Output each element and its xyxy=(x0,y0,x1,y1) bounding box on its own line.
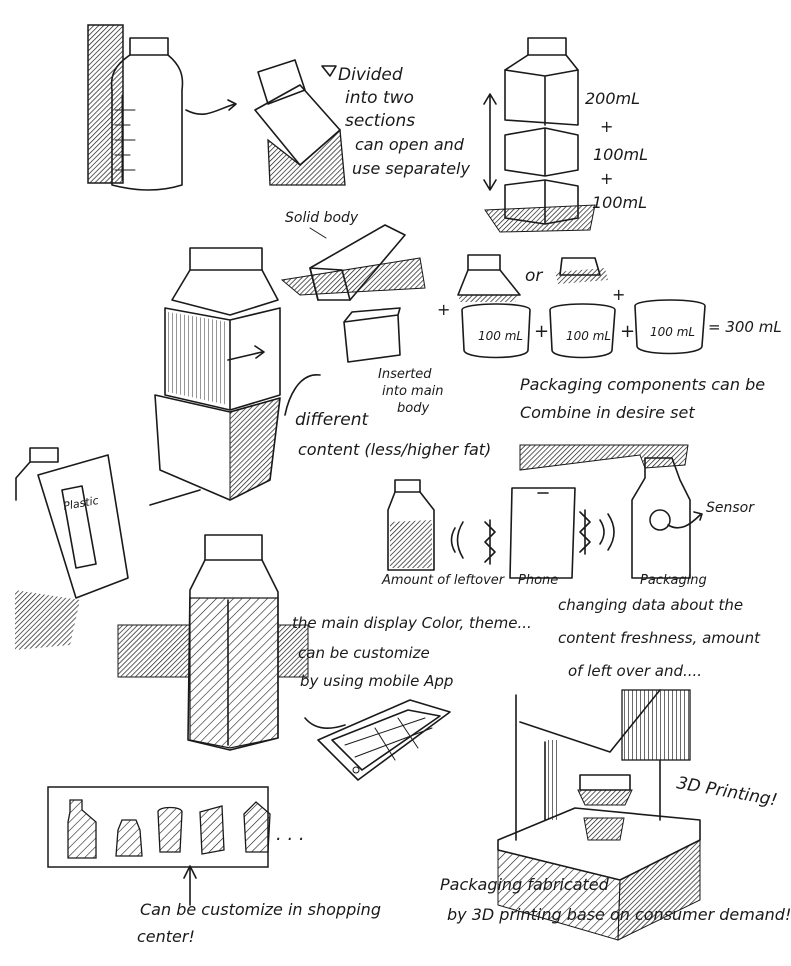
divided-note-line5: use separately xyxy=(352,159,470,178)
ellipsis: . . . xyxy=(276,824,305,845)
changing-note-line2: content freshness, amount xyxy=(558,629,761,647)
display-note-line1: the main display Color, theme... xyxy=(292,614,532,632)
display-note-line2: can be customize xyxy=(298,644,430,662)
changing-note-line1: changing data about the xyxy=(558,596,743,614)
solid-body-sketch xyxy=(280,224,426,363)
volume-100-b: 100mL xyxy=(592,193,647,212)
divided-note-line1: Divided xyxy=(338,65,403,85)
arrow-to-divided xyxy=(185,99,237,115)
total-volume-label: = 300 mL xyxy=(708,318,782,336)
volume-plus-2: + xyxy=(600,169,613,188)
cup-label-2: 100 mL xyxy=(566,329,611,343)
fabricated-note-line2: by 3D printing base on consumer demand! xyxy=(447,905,791,924)
packaging-label: Packaging xyxy=(640,573,707,588)
volume-100-a: 100mL xyxy=(593,145,648,164)
3d-printing-label: 3D Printing! xyxy=(675,773,779,810)
fabricated-note-line1: Packaging fabricated xyxy=(440,875,610,894)
divided-bottle-sketch xyxy=(254,59,346,186)
mobile-app-sketch xyxy=(304,699,451,781)
volume-plus-1: + xyxy=(600,117,613,136)
different-note-line2: content (less/higher fat) xyxy=(298,440,491,459)
display-note-line3: by using mobile App xyxy=(300,672,453,690)
shopping-display-sketch xyxy=(47,786,271,906)
inserted-note-line2: into main xyxy=(382,384,444,399)
components-note-line2: Combine in desire set xyxy=(520,403,695,422)
plastic-tag-sketch xyxy=(15,447,129,650)
display-bottle-sketch xyxy=(117,534,309,751)
divided-note-line2: into two xyxy=(345,88,414,108)
smart-packaging-sketch xyxy=(387,444,703,579)
3d-printer-sketch xyxy=(497,689,701,941)
cup-label-3: 100 mL xyxy=(650,325,695,339)
solid-body-arrow xyxy=(309,227,327,239)
divided-note-line3: sections xyxy=(345,111,415,131)
components-note-line1: Packaging components can be xyxy=(520,375,765,394)
plus-sign-d: + xyxy=(620,321,635,342)
changing-note-line3: of left over and.... xyxy=(568,662,702,680)
two-section-bottle-sketch xyxy=(149,247,281,506)
different-note-line1: different xyxy=(295,410,369,430)
shopping-note-line2: center! xyxy=(137,927,195,946)
plus-sign-a: + xyxy=(437,300,450,319)
amount-leftover-label: Amount of leftover xyxy=(381,573,506,588)
cup-label-1: 100 mL xyxy=(478,329,523,343)
stacked-modules-sketch xyxy=(483,37,596,233)
cup-components-sketch xyxy=(457,254,706,359)
plus-sign-c: + xyxy=(534,321,549,342)
or-label: or xyxy=(525,266,543,286)
shopping-note-line1: Can be customize in shopping xyxy=(140,900,381,919)
arrow-to-different xyxy=(284,374,321,416)
volume-200: 200mL xyxy=(585,89,640,108)
plastic-label: Plastic xyxy=(62,494,99,513)
sensor-label: Sensor xyxy=(706,500,755,516)
inserted-note-line1: Inserted xyxy=(378,367,432,382)
phone-label: Phone xyxy=(518,573,558,588)
divided-note-line4: can open and xyxy=(355,135,465,154)
inserted-note-line3: body xyxy=(397,401,429,416)
bottle-sketch xyxy=(87,24,184,191)
plus-sign-b: + xyxy=(612,285,625,304)
solid-body-label: Solid body xyxy=(285,210,359,226)
